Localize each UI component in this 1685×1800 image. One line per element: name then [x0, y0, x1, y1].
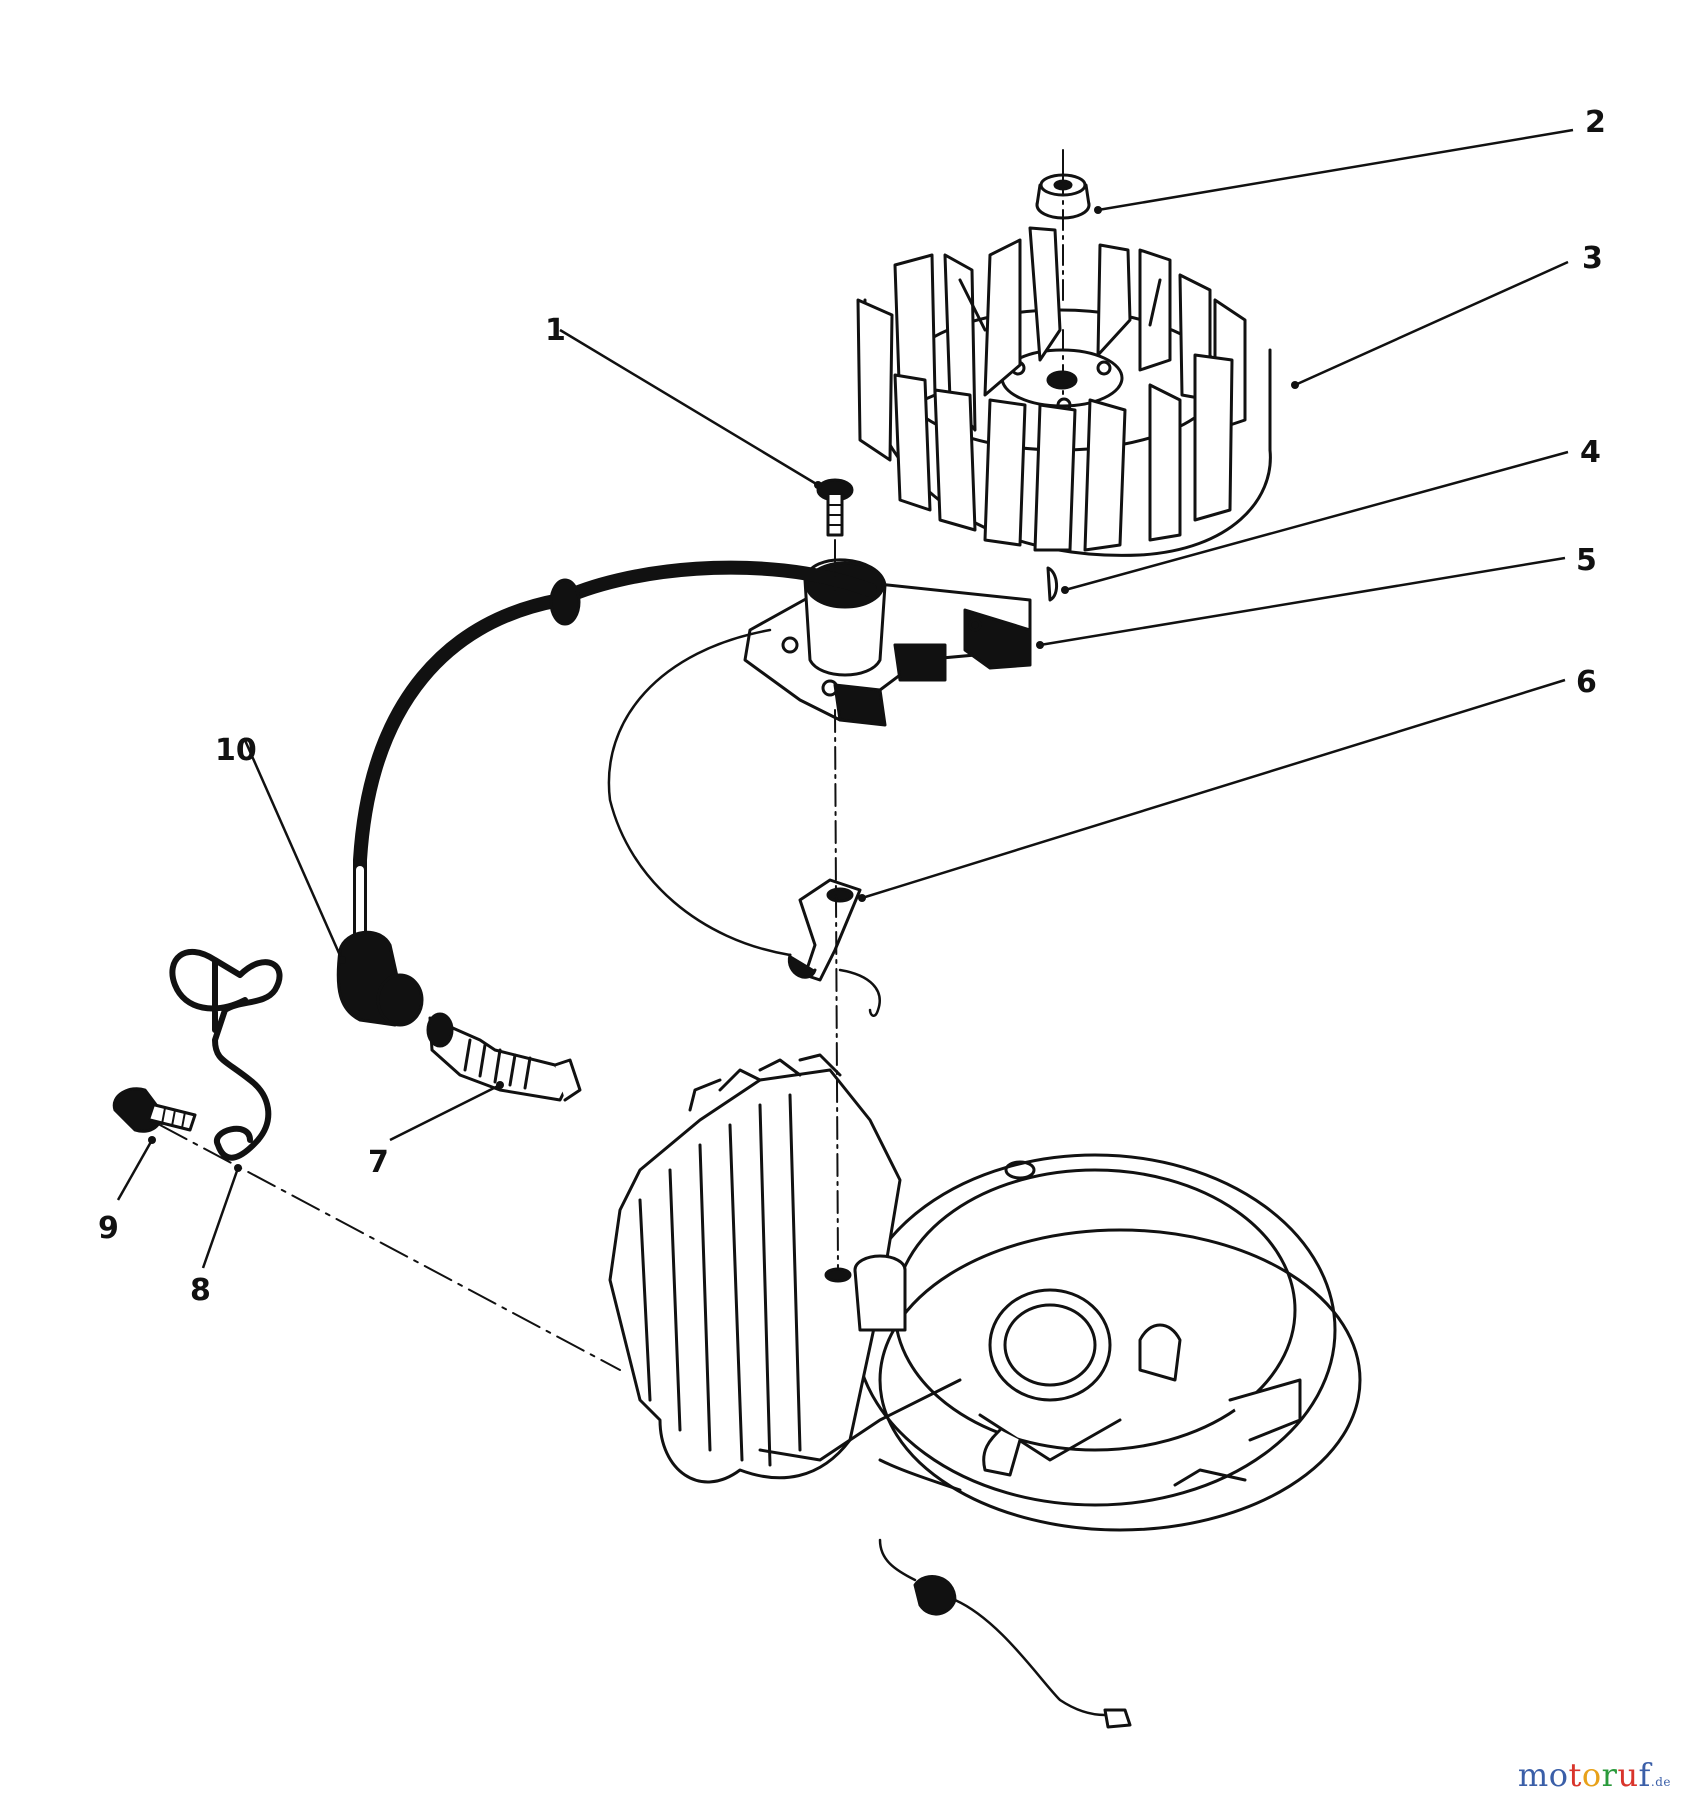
leader-dot-6: [858, 894, 866, 902]
leader-dot-10: [338, 956, 346, 964]
callout-5: 5: [1576, 543, 1597, 578]
leader-line-3: [1294, 260, 1569, 387]
leader-dot-7: [496, 1081, 504, 1089]
callout-9: 9: [98, 1211, 119, 1246]
ignition-module-part: [743, 558, 1032, 727]
leader-dot-5: [1036, 641, 1044, 649]
flywheel-key-part: [1046, 566, 1058, 602]
leader-dot-1: [814, 481, 822, 489]
spark-plug-part: [426, 1012, 582, 1102]
flywheel-part: [856, 226, 1272, 557]
engine-block-part: [608, 1053, 1362, 1532]
module-screw-part: [816, 478, 854, 537]
leader-line-7: [389, 1083, 501, 1142]
callout-10: 10: [215, 733, 257, 768]
kill-switch-wire-part: [878, 1538, 1132, 1729]
watermark-letter: o: [1581, 1756, 1602, 1794]
leader-line-1: [559, 328, 819, 487]
leader-line-10: [242, 737, 344, 961]
callout-3: 3: [1582, 241, 1603, 276]
leader-dot-9: [148, 1136, 156, 1144]
leader-line-4: [1064, 450, 1569, 592]
ground-bracket-part: [787, 878, 862, 982]
leader-dot-3: [1291, 381, 1299, 389]
watermark-letter: m: [1517, 1756, 1549, 1794]
leader-dot-8: [234, 1164, 242, 1172]
leader-line-2: [1097, 128, 1574, 212]
callout-7: 7: [368, 1145, 389, 1180]
leader-dot-2: [1094, 206, 1102, 214]
callout-8: 8: [190, 1273, 211, 1308]
ground-wire-end: [838, 968, 881, 1017]
ground-wire-part: [607, 628, 792, 957]
callout-1: 1: [545, 313, 566, 348]
leader-dot-4: [1061, 586, 1069, 594]
wire-link-part: [169, 948, 283, 1161]
watermark-letter: f: [1638, 1756, 1651, 1794]
watermark-letter: r: [1601, 1756, 1618, 1794]
bracket-axis-line: [159, 1124, 621, 1371]
bracket-screw-part: [112, 1087, 197, 1133]
callout-2: 2: [1585, 105, 1606, 140]
leader-line-5: [1039, 556, 1566, 647]
watermark-letter: u: [1617, 1756, 1639, 1794]
watermark-letter: t: [1568, 1756, 1582, 1794]
leader-line-9: [116, 1139, 154, 1201]
motoruf-watermark: motoruf.de: [1518, 1756, 1671, 1794]
callout-4: 4: [1580, 435, 1601, 470]
module-axis-line: [834, 539, 839, 1271]
spark-plug-wire-part: [336, 560, 877, 1027]
callout-6: 6: [1576, 665, 1597, 700]
watermark-letter: o: [1548, 1756, 1569, 1794]
leader-line-8: [201, 1167, 240, 1269]
leader-line-6: [861, 678, 1566, 900]
watermark-suffix: .de: [1650, 1775, 1671, 1789]
